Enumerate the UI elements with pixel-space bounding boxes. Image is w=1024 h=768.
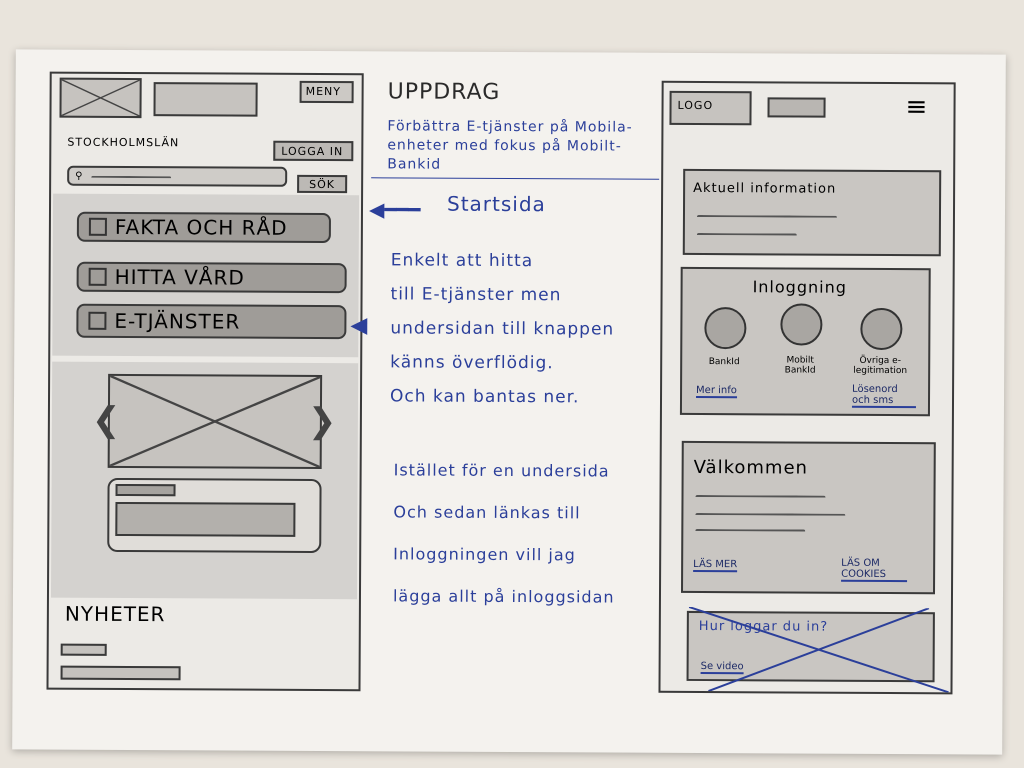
checkbox-icon xyxy=(88,267,107,286)
news-item xyxy=(60,643,107,656)
read-more-link[interactable]: LÄS MER xyxy=(693,558,738,573)
carousel-prev-icon[interactable]: ❮ xyxy=(91,399,121,440)
login-option-label: Mobilt BankId xyxy=(784,355,816,376)
welcome-heading: Välkommen xyxy=(693,456,809,479)
nav-label: FAKTA OCH RÅD xyxy=(114,214,288,240)
how-to-login-panel: Hur loggar du in? Se video xyxy=(686,606,949,693)
welcome-panel: Välkommen LÄS MER LÄS OM COOKIES xyxy=(681,440,936,595)
left-logo-placeholder xyxy=(59,77,142,119)
carousel-caption-card xyxy=(107,477,322,554)
region-label: STOCKHOLMSLÄN xyxy=(67,135,180,150)
bankid-icon[interactable] xyxy=(704,307,747,350)
login-option-label: Övriga e-legitimation xyxy=(853,355,908,377)
cross-out-mark xyxy=(688,606,949,693)
startsida-label: Startsida xyxy=(446,191,546,217)
password-link[interactable]: Lösenord och sms xyxy=(851,383,917,409)
notes-body-2: Istället för en undersida Och sedan länk… xyxy=(393,449,615,618)
news-item xyxy=(60,665,181,681)
nav-label: E-TJÄNSTER xyxy=(114,308,241,334)
info-heading: Aktuell information xyxy=(693,180,837,197)
login-panel: Inloggning BankId Mobilt BankId Övriga e… xyxy=(679,266,931,417)
nav-label: HITTA VÅRD xyxy=(114,264,245,290)
mobile-bankid-icon[interactable] xyxy=(780,303,823,346)
notes-subtitle: Förbättra E-tjänster på Mobila-enheter m… xyxy=(387,118,633,173)
hamburger-menu-icon[interactable]: ≡ xyxy=(905,92,928,123)
nav-button-fakta[interactable]: FAKTA OCH RÅD xyxy=(76,211,331,244)
note-line: till E-tjänster men xyxy=(390,284,562,306)
note-line: lägga allt på inloggsidan xyxy=(392,586,615,607)
note-line: Och kan bantas ner. xyxy=(389,386,580,408)
note-line: Inloggningen vill jag xyxy=(393,544,576,565)
info-panel: Aktuell information xyxy=(682,168,942,257)
left-logo-placeholder-2 xyxy=(153,82,258,117)
right-header-bar xyxy=(767,97,826,118)
menu-button[interactable]: MENY xyxy=(299,80,354,104)
search-button[interactable]: SÖK xyxy=(297,174,348,194)
search-input[interactable]: ⚲ xyxy=(67,165,288,187)
note-line: undersidan till knappen xyxy=(390,318,615,340)
more-info-link[interactable]: Mer info xyxy=(696,384,737,399)
note-line: känns överflödig. xyxy=(390,352,554,374)
note-line: Enkelt att hitta xyxy=(390,250,534,272)
login-heading: Inloggning xyxy=(752,277,847,297)
search-icon: ⚲ xyxy=(75,170,83,182)
nav-button-hitta[interactable]: HITTA VÅRD xyxy=(76,261,347,294)
arrow-icon: ◀ xyxy=(350,313,368,339)
cookies-link[interactable]: LÄS OM COOKIES xyxy=(841,557,908,583)
carousel-image xyxy=(107,373,323,470)
nav-button-etjanster[interactable]: E-TJÄNSTER xyxy=(76,303,347,340)
checkbox-icon xyxy=(88,311,107,330)
e-legitimation-icon[interactable] xyxy=(860,307,903,351)
note-line: Och sedan länkas till xyxy=(393,502,581,523)
right-logo: LOGO xyxy=(669,90,752,126)
notes-body: Enkelt att hitta till E-tjänster men und… xyxy=(390,243,615,414)
carousel-next-icon[interactable]: ❯ xyxy=(307,400,337,442)
notes-heading: UPPDRAG xyxy=(387,79,501,105)
note-line: Istället för en undersida xyxy=(393,460,610,481)
login-button[interactable]: LOGGA IN xyxy=(273,140,354,162)
divider-line xyxy=(371,177,660,180)
news-heading: NYHETER xyxy=(64,601,166,627)
checkbox-icon xyxy=(88,217,107,236)
paper-sheet: MENY STOCKHOLMSLÄN LOGGA IN ⚲ SÖK FAKTA … xyxy=(12,49,1006,755)
arrow-icon: ◀━━━ xyxy=(368,197,421,222)
login-option-label: BankId xyxy=(708,357,740,368)
logo-text: LOGO xyxy=(677,98,714,113)
